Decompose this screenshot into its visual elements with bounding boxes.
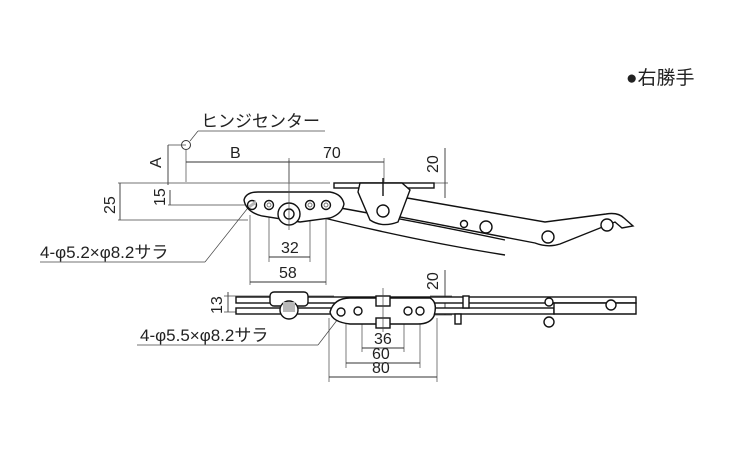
hinge-center-callout: ヒンジセンター (181, 112, 325, 150)
dim-20-side: 20 (425, 272, 442, 290)
dim-60: 60 (372, 346, 390, 363)
hole-note-side: 4-φ5.5×φ8.2サラ (140, 326, 268, 345)
dim-80: 80 (372, 360, 390, 377)
hole-note-top: 4-φ5.2×φ8.2サラ (40, 243, 168, 262)
hinge-side-view (235, 288, 637, 332)
dim-70: 70 (323, 145, 341, 162)
hinge-center-label: ヒンジセンター (201, 112, 320, 131)
dim-15: 15 (152, 188, 169, 206)
dim-20-top: 20 (425, 155, 442, 173)
dim-13: 13 (209, 296, 226, 314)
dim-58: 58 (279, 265, 297, 282)
top-view-dimensions: A B 70 20 25 15 32 58 4-φ5.2×φ8 (40, 144, 448, 285)
hinge-top-view (243, 160, 635, 256)
dim-32: 32 (281, 240, 299, 257)
dim-A: A (148, 157, 165, 168)
dim-36: 36 (374, 331, 392, 348)
handedness-label: ●右勝手 (626, 67, 694, 89)
side-view-dimensions: 20 13 36 60 80 4-φ5.5×φ8.2サラ (137, 270, 452, 382)
dim-B: B (230, 145, 241, 162)
dim-25: 25 (102, 196, 119, 214)
